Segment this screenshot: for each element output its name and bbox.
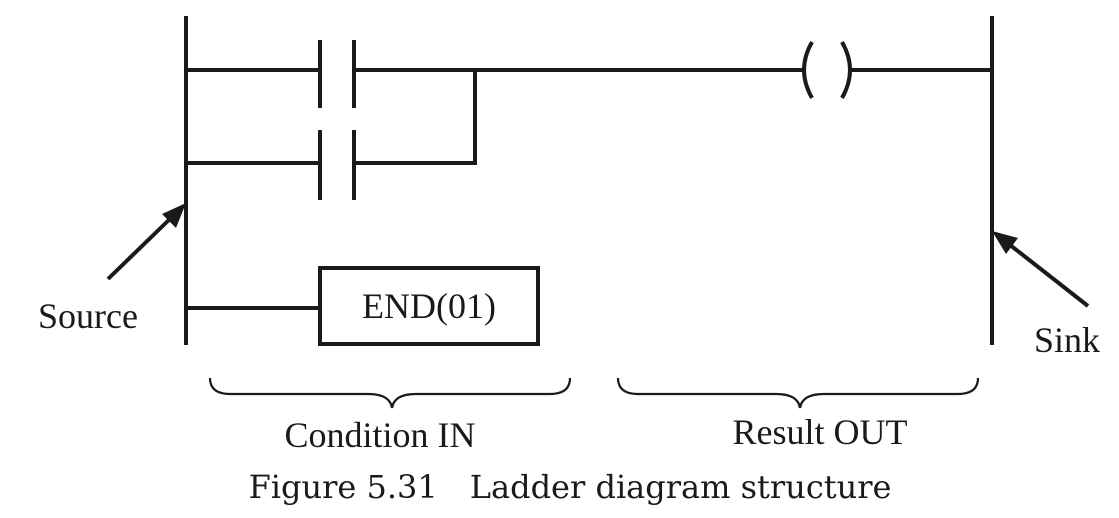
figure-title: Ladder diagram structure: [470, 468, 892, 506]
result-out-label: Result OUT: [733, 412, 908, 452]
source-arrow-shaft: [106, 213, 176, 281]
end-instruction-label: END(01): [362, 286, 496, 326]
source-arrowhead: [162, 203, 186, 228]
sink-arrow-shaft: [1003, 239, 1090, 308]
result-out-brace: [616, 377, 980, 409]
figure-number: Figure 5.31: [249, 468, 438, 506]
condition-in-brace: [208, 377, 572, 409]
end-instruction-box: [318, 266, 540, 346]
contact-1: [318, 40, 356, 108]
sink-label: Sink: [1034, 320, 1100, 360]
figure-caption: Figure 5.31 Ladder diagram structure: [249, 468, 892, 506]
source-label: Source: [38, 296, 138, 336]
contact-2: [318, 130, 356, 200]
condition-in-label: Condition IN: [284, 415, 475, 455]
output-coil: [802, 41, 852, 99]
sink-arrowhead: [992, 231, 1018, 254]
